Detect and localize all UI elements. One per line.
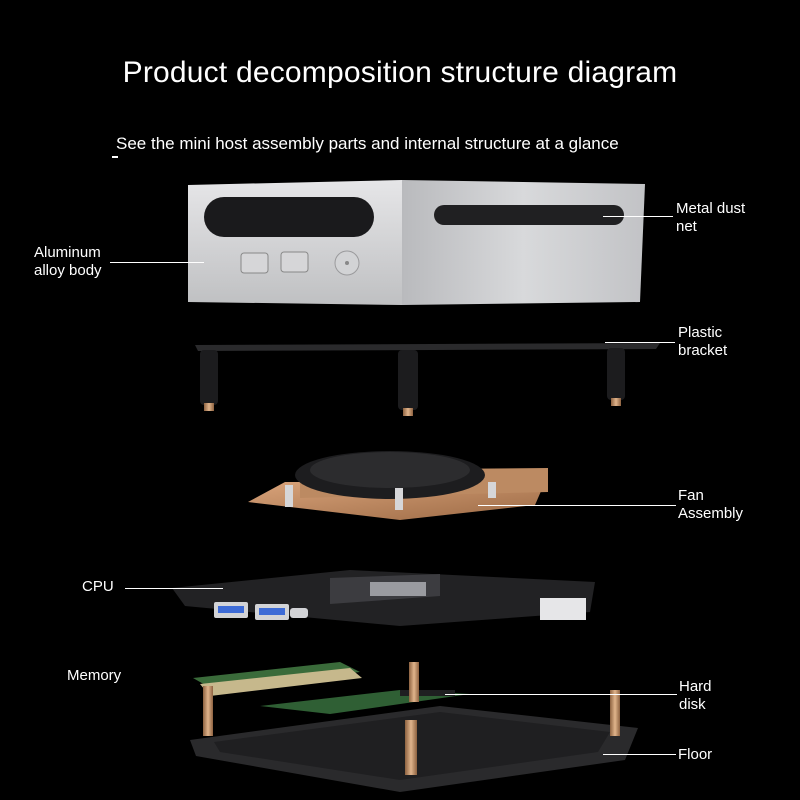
leader-hard-disk: [445, 694, 677, 695]
floor-part: [190, 662, 638, 792]
leader-cpu: [125, 588, 223, 589]
label-plastic-bracket: Plastic bracket: [678, 324, 728, 359]
cpu-chip: [370, 582, 426, 596]
motherboard-part: [172, 570, 595, 626]
plastic-bracket-part: [195, 343, 660, 416]
label-fan-assembly: Fan Assembly: [678, 487, 744, 522]
leader-floor: [603, 754, 676, 755]
label-hard-disk: Hard disk: [679, 678, 712, 713]
usb-port-2: [280, 251, 309, 273]
usb-port-1: [240, 252, 269, 274]
aluminum-body-part: [188, 180, 645, 305]
label-floor: Floor: [678, 746, 713, 763]
leader-metal-dust-net: [603, 216, 673, 217]
memory-part: [193, 662, 362, 696]
label-metal-dust-net: Metal dust net: [676, 200, 746, 235]
leader-plastic-bracket: [605, 342, 675, 343]
label-cpu: CPU: [82, 578, 114, 595]
subtitle-dash: [112, 156, 118, 158]
label-aluminum-body: Aluminum alloy body: [34, 244, 102, 279]
leader-fan-assembly: [478, 505, 676, 506]
fan-assembly-part: [248, 451, 548, 520]
page-subtitle: See the mini host assembly parts and int…: [116, 134, 619, 153]
page-title: Product decomposition structure diagram: [122, 56, 678, 89]
leader-aluminum-body: [110, 262, 204, 263]
front-vent: [204, 197, 374, 237]
label-memory: Memory: [67, 667, 122, 684]
metal-dust-net-grille: [434, 205, 624, 225]
